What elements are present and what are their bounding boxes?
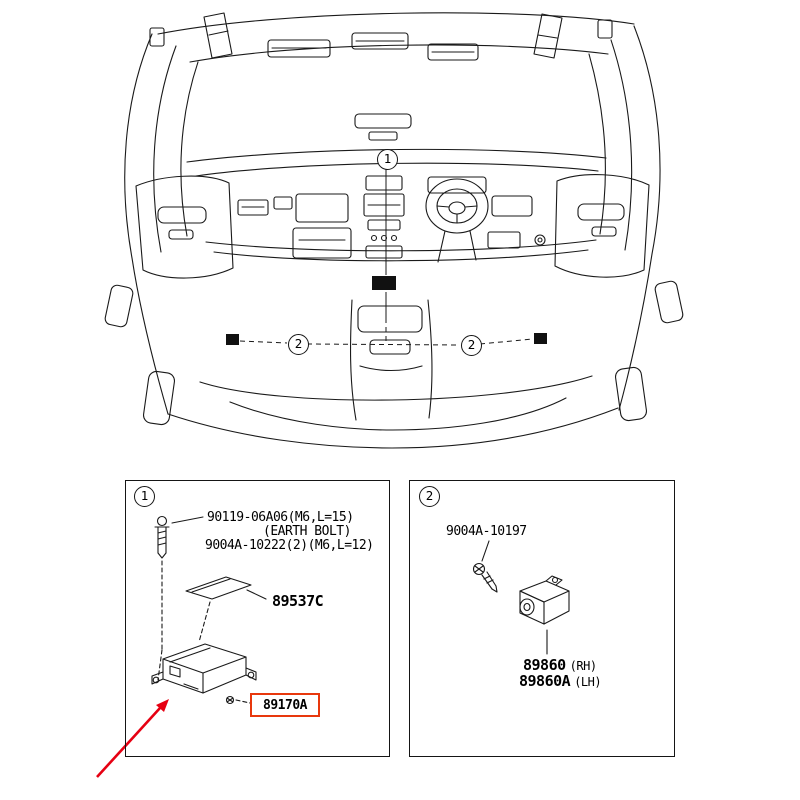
part-number-bracket[interactable]: 89537C: [272, 592, 324, 610]
highlighted-part-number-89170A[interactable]: 89170A: [250, 693, 320, 717]
earth-bolt-note: (EARTH BOLT): [263, 524, 351, 539]
part-number-screw-2[interactable]: 9004A-10197: [446, 524, 527, 539]
sensor-rh-side-note: (RH): [569, 659, 597, 673]
side-sensor-location-marker-left: [226, 334, 239, 345]
airbag-ecu-location-marker: [372, 276, 396, 290]
detail-box-1: [125, 480, 390, 757]
callout-2-left[interactable]: 2: [288, 334, 309, 355]
part-number-earth-bolt[interactable]: 90119-06A06(M6,L=15): [207, 510, 354, 525]
callout-2-right[interactable]: 2: [461, 335, 482, 356]
side-sensor-location-marker-right: [534, 333, 547, 344]
car-interior-line-art: [104, 12, 684, 449]
detail-box-1-callout: 1: [134, 486, 155, 507]
callout-leader-lines: [239, 167, 534, 346]
sensor-lh-side-note: (LH): [574, 675, 602, 689]
detail-box-2-callout: 2: [419, 486, 440, 507]
detail-1-drawing: [151, 515, 267, 705]
callout-1[interactable]: 1: [377, 149, 398, 170]
detail-2-drawing: [472, 540, 570, 655]
part-number-sensor-lh[interactable]: 89860A: [519, 672, 571, 690]
part-number-sensor-rh[interactable]: 89860: [523, 656, 566, 674]
part-number-screw-1[interactable]: 9004A-10222(2)(M6,L=12): [205, 538, 374, 553]
detail-box-2: [409, 480, 675, 757]
highlight-arrow: [96, 699, 169, 778]
